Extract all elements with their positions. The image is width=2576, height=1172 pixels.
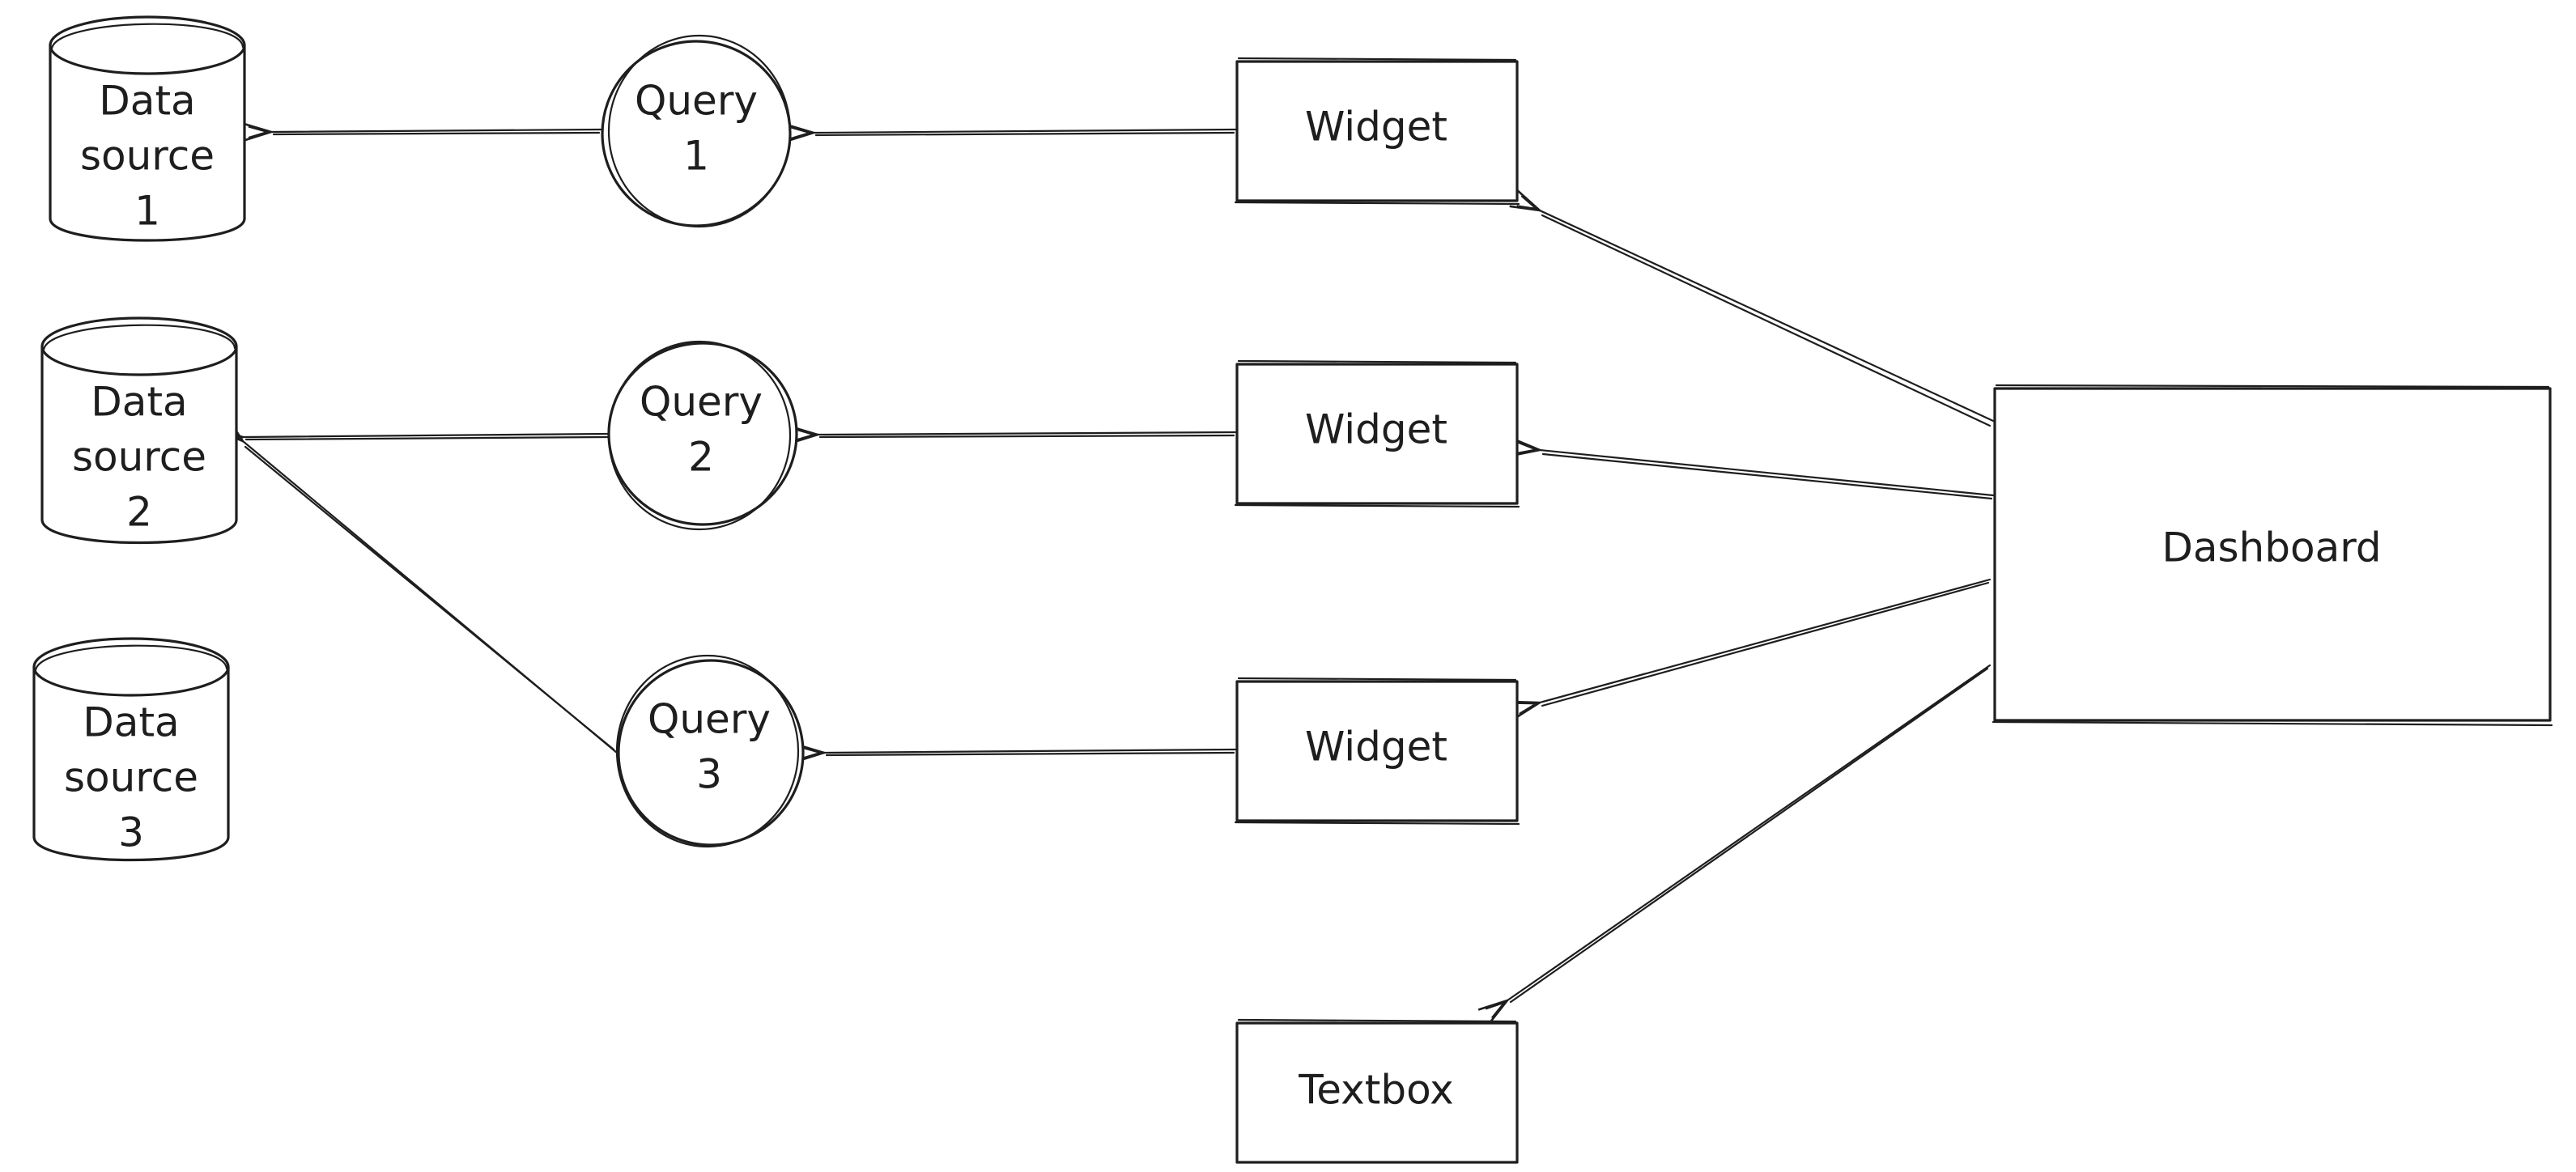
- query-2-label-line2: 2: [688, 434, 714, 481]
- query-2: Query 2: [607, 340, 798, 531]
- query-1-label-line1: Query: [635, 78, 758, 125]
- query-2-label-line1: Query: [640, 379, 763, 426]
- datasource-1-label-line1: Data: [99, 78, 195, 125]
- datasource-2: Data source 2: [40, 316, 238, 545]
- datasource-3-label-line3: 3: [118, 809, 144, 856]
- arrow-widget3-to-query3: [794, 743, 1237, 763]
- arrow-widget2-to-query2: [788, 424, 1237, 445]
- query-3: Query 3: [615, 654, 805, 848]
- widget-3: Widget: [1234, 677, 1520, 826]
- textbox-label: Textbox: [1298, 1067, 1454, 1114]
- widget-3-label: Widget: [1305, 724, 1447, 771]
- arrow-dashboard-to-widget3: [1509, 578, 1992, 720]
- arrow-dashboard-to-textbox: [1477, 664, 1992, 1026]
- arrow-dashboard-to-widget2: [1509, 437, 1995, 500]
- arrow-dashboard-to-widget1: [1509, 189, 1995, 427]
- widget-2-label: Widget: [1305, 406, 1447, 453]
- datasource-3: Data source 3: [32, 637, 230, 862]
- datasource-1-label-line2: source: [80, 133, 215, 180]
- connectors: [213, 122, 1995, 1026]
- datasource-1: Data source 1: [49, 15, 246, 242]
- datasource-1-label-line3: 1: [134, 188, 160, 235]
- query-3-label-line1: Query: [648, 696, 771, 743]
- datasource-2-label-line1: Data: [91, 379, 187, 426]
- query-1: Query 1: [601, 34, 792, 228]
- datasource-3-label-line1: Data: [83, 699, 179, 746]
- widget-2: Widget: [1234, 359, 1520, 508]
- datasource-2-label-line2: source: [72, 434, 206, 481]
- query-3-label-line2: 3: [696, 751, 722, 798]
- dashboard-label: Dashboard: [2162, 524, 2381, 571]
- textbox: Textbox: [1235, 1018, 1519, 1164]
- query-1-label-line2: 1: [683, 133, 709, 180]
- arrow-query1-to-datasource1: [241, 122, 602, 142]
- widget-1: Widget: [1234, 57, 1520, 206]
- arrow-query2-to-datasource2: [213, 427, 610, 448]
- dashboard: Dashboard: [1992, 384, 2553, 727]
- arrow-query3-to-datasource2: [214, 414, 618, 754]
- widget-1-label: Widget: [1305, 104, 1447, 151]
- datasource-2-label-line3: 2: [126, 489, 152, 536]
- arrow-widget1-to-query1: [784, 123, 1237, 143]
- datasource-3-label-line2: source: [64, 754, 198, 801]
